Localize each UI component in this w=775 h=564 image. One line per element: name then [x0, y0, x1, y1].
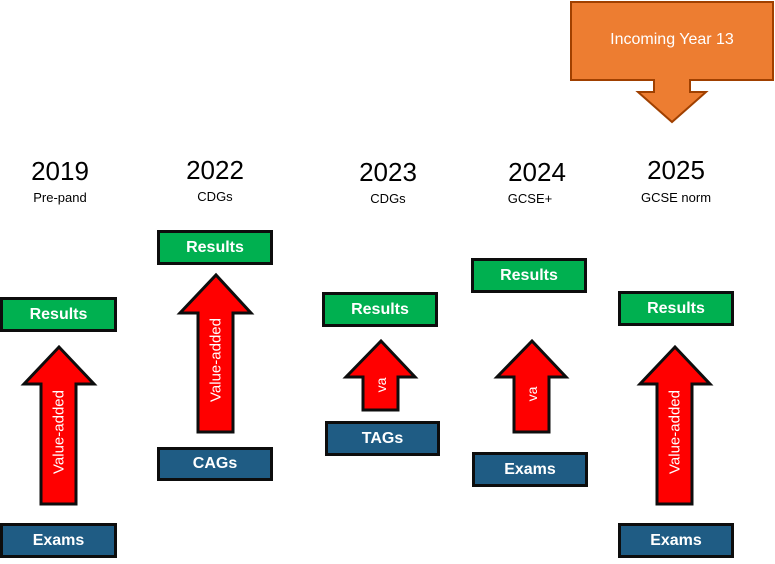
exams-box-2024: Exams: [472, 452, 588, 487]
subtitle-2024: GCSE+: [507, 191, 553, 206]
tags-box-2023: TAGs: [325, 421, 440, 456]
incoming-year-13-callout: [570, 1, 774, 124]
year-2025: 2025: [647, 155, 705, 185]
year-2022: 2022: [186, 155, 244, 185]
results-box-2019: Results: [0, 297, 117, 332]
arrow-label-2025: Value-added: [666, 390, 684, 474]
results-box-2025: Results: [618, 291, 734, 326]
exams-box-2025: Exams: [618, 523, 734, 558]
year-2019: 2019: [31, 156, 89, 186]
subtitle-2023: CDGs: [370, 191, 406, 206]
results-box-2022: Results: [157, 230, 273, 265]
callout-label: Incoming Year 13: [610, 31, 734, 48]
results-box-2024: Results: [471, 258, 587, 293]
year-2023: 2023: [359, 157, 417, 187]
subtitle-2025: GCSE norm: [640, 190, 712, 205]
subtitle-2019: Pre-pand: [33, 190, 87, 205]
subtitle-2022: CDGs: [197, 189, 233, 204]
cags-box-2022: CAGs: [157, 447, 273, 481]
results-box-2023: Results: [322, 292, 438, 327]
exams-box-2019: Exams: [0, 523, 117, 558]
year-2024: 2024: [508, 157, 566, 187]
